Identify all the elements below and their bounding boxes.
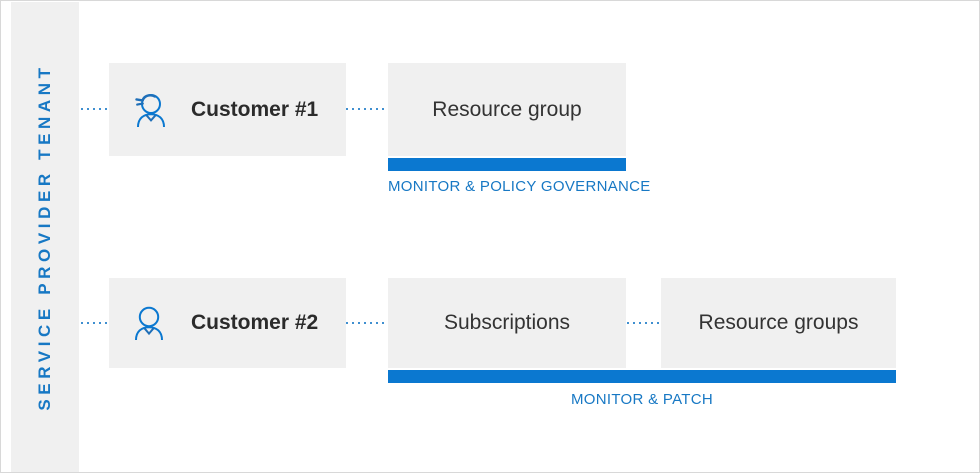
connector-customer-1-to-resource-group bbox=[346, 108, 388, 110]
monitor-patch-bar bbox=[388, 370, 896, 383]
monitor-policy-governance-bar bbox=[388, 158, 626, 171]
connector-subscriptions-to-resource-groups bbox=[627, 322, 661, 324]
resource-groups-label: Resource groups bbox=[698, 311, 859, 334]
person-icon bbox=[129, 303, 169, 343]
customer-2-label: Customer #2 bbox=[191, 311, 319, 334]
connector-customer-2-to-subscriptions bbox=[346, 322, 388, 324]
resource-group-box[interactable]: Resource group bbox=[388, 63, 626, 156]
customer-1-label: Customer #1 bbox=[191, 97, 319, 121]
connector-tenant-to-customer-1 bbox=[81, 108, 109, 110]
resource-group-label: Resource group bbox=[432, 97, 582, 121]
person-with-headset-icon bbox=[129, 90, 169, 130]
monitor-policy-governance-caption: MONITOR & POLICY GOVERNANCE bbox=[388, 178, 651, 195]
customer-1-box[interactable]: Customer #1 bbox=[109, 63, 346, 156]
subscriptions-label: Subscriptions bbox=[443, 311, 571, 334]
customer-2-box[interactable]: Customer #2 bbox=[109, 278, 346, 368]
connector-tenant-to-customer-2 bbox=[81, 322, 109, 324]
monitor-patch-caption: MONITOR & PATCH bbox=[570, 391, 713, 408]
subscriptions-box[interactable]: Subscriptions bbox=[388, 278, 626, 368]
service-provider-tenant-panel: SERVICE PROVIDER TENANT bbox=[11, 2, 79, 472]
service-provider-tenant-label: SERVICE PROVIDER TENANT bbox=[35, 63, 54, 411]
resource-groups-box[interactable]: Resource groups bbox=[661, 278, 896, 368]
